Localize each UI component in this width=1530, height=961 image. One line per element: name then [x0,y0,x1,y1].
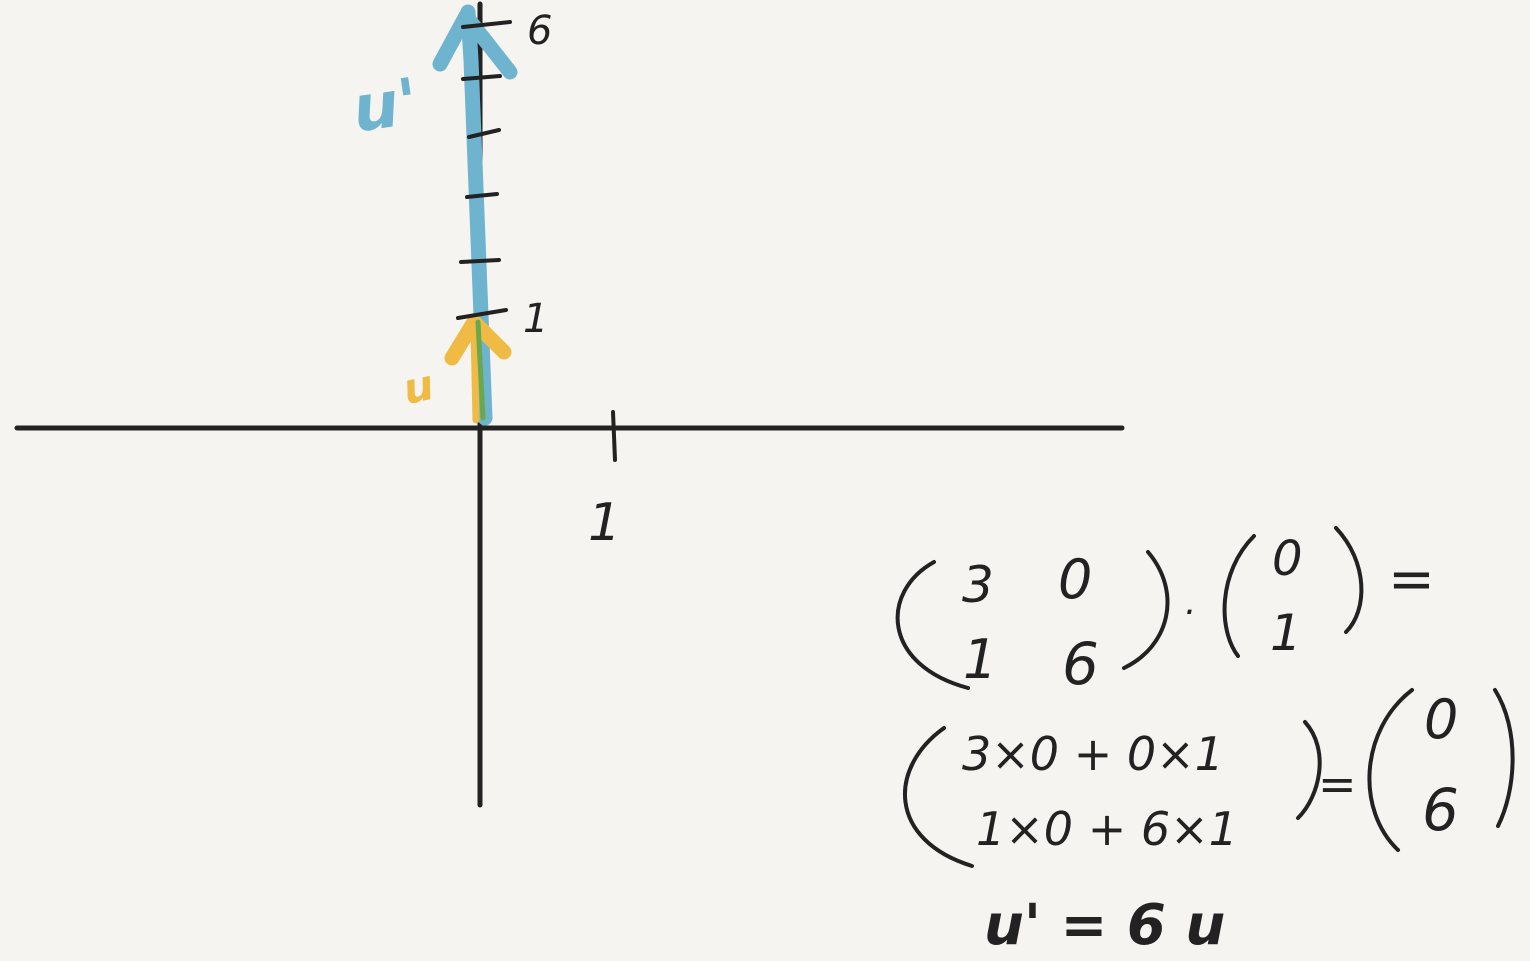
equation-block: 3 0 1 6 · 0 1 = 3×0 + 0×1 1×0 + 6×1 = 0 … [895,526,1515,958]
vector-left-paren [1222,534,1256,658]
vector-u-prime-arrowhead [432,8,518,80]
y-tick-2 [459,258,501,264]
vector-u [444,314,512,424]
result-right-paren [1493,688,1515,828]
result-left-paren [1367,688,1414,852]
y-tick-1 [456,308,508,320]
y-tick-5 [461,74,502,81]
expanded-row-2: 1×0 + 6×1 [976,802,1238,856]
x-tick-1 [611,410,617,462]
matrix-left-paren [895,560,970,690]
y-axis-ticks [456,20,512,320]
matrix-cell-2-2: 6 [1062,630,1099,698]
final-statement: u' = 6 u [984,893,1225,958]
vector-right-paren [1334,526,1364,634]
result-bottom: 6 [1422,776,1459,844]
y-tick-label-6: 6 [527,8,552,54]
equals-sign-2: = [1318,757,1357,811]
y-tick-4 [467,128,501,139]
vector-u-arrowhead [444,314,512,366]
result-top: 0 [1424,688,1458,751]
matrix-cell-1-2: 0 [1058,548,1092,611]
vector-u-shaft [470,326,480,424]
expanded-row-1: 3×0 + 0×1 [962,727,1224,781]
vector-u-prime-label: u' [348,65,423,147]
vector-u-label: u [398,360,437,414]
y-tick-3 [465,192,499,199]
expanded-right-paren [1296,720,1322,820]
vector-in-top: 0 [1272,531,1303,587]
vector-in-bottom: 1 [1270,604,1302,662]
matrix-cell-2-1: 1 [963,628,997,691]
multiplication-dot: · [1183,592,1194,633]
y-tick-6 [461,20,512,29]
x-tick-label-1: 1 [588,493,621,553]
expanded-left-paren [903,726,974,868]
y-tick-label-1: 1 [523,296,548,342]
matrix-right-paren [1122,550,1170,670]
equals-sign-1: = [1388,547,1435,612]
matrix-cell-1-1: 3 [962,556,994,614]
vector-overlap-segment [475,319,486,421]
